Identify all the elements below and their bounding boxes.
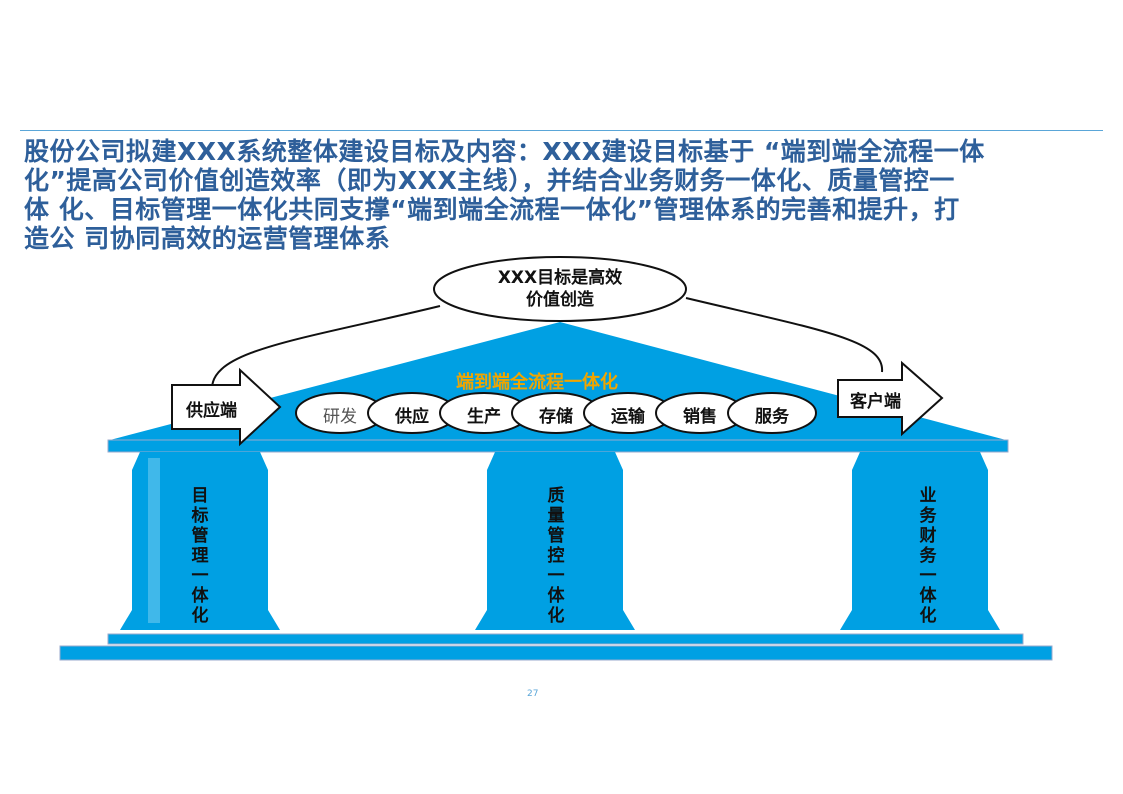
page-number: 27 [527,689,539,699]
pillar-left [120,452,280,630]
headline-line-4: 造公 司协同高效的运营管理体系 [24,224,391,253]
supply-arrow [171,367,282,447]
e2e-label: 端到端全流程一体化 [456,372,618,393]
step-label-3: 生产 [467,407,501,427]
pillar-label-right: 业务财务一体化 [919,486,937,626]
customer-label: 客户端 [850,392,901,412]
pillar-label-middle: 质量管控一体化 [547,486,565,626]
goal-line-1: XXX目标是高效 [497,268,623,288]
customer-arrow [837,360,944,437]
goal-line-2: 价值创造 [526,290,594,310]
step-label-7: 服务 [755,407,789,427]
goal-label: XXX目标是高效 价值创造 [470,267,650,311]
step-label-6: 销售 [683,407,717,427]
step-label-5: 运输 [611,407,645,427]
header-rule [20,130,1103,131]
headline-line-1: 股份公司拟建XXX系统整体建设目标及内容：XXX建设目标基于 “端到端全流程一体 [24,137,985,166]
step-label-4: 存储 [539,407,573,427]
step-ellipse-7 [727,392,817,434]
goal-ellipse [433,256,687,322]
process-chain [295,392,817,434]
base-step-upper [107,633,1024,645]
pillar-right [840,452,1000,630]
step-label-2: 供应 [395,407,429,427]
step-label-1: 研发 [323,407,357,427]
connector-left [210,305,441,391]
connector-right [685,297,884,373]
supply-label: 供应端 [186,401,237,421]
headline-line-2: 化”提高公司价值创造效率（即为XXX主线），并结合业务财务一体化、质量管控一 [24,166,955,195]
page-headline: 股份公司拟建XXX系统整体建设目标及内容：XXX建设目标基于 “端到端全流程一体… [24,137,1094,253]
pillar-middle [475,452,635,630]
headline-line-3: 体 化、目标管理一体化共同支撑“端到端全流程一体化”管理体系的完善和提升，打 [24,195,960,224]
base-step-lower [59,645,1053,661]
pillar-label-left: 目标管理一体化 [191,486,209,626]
